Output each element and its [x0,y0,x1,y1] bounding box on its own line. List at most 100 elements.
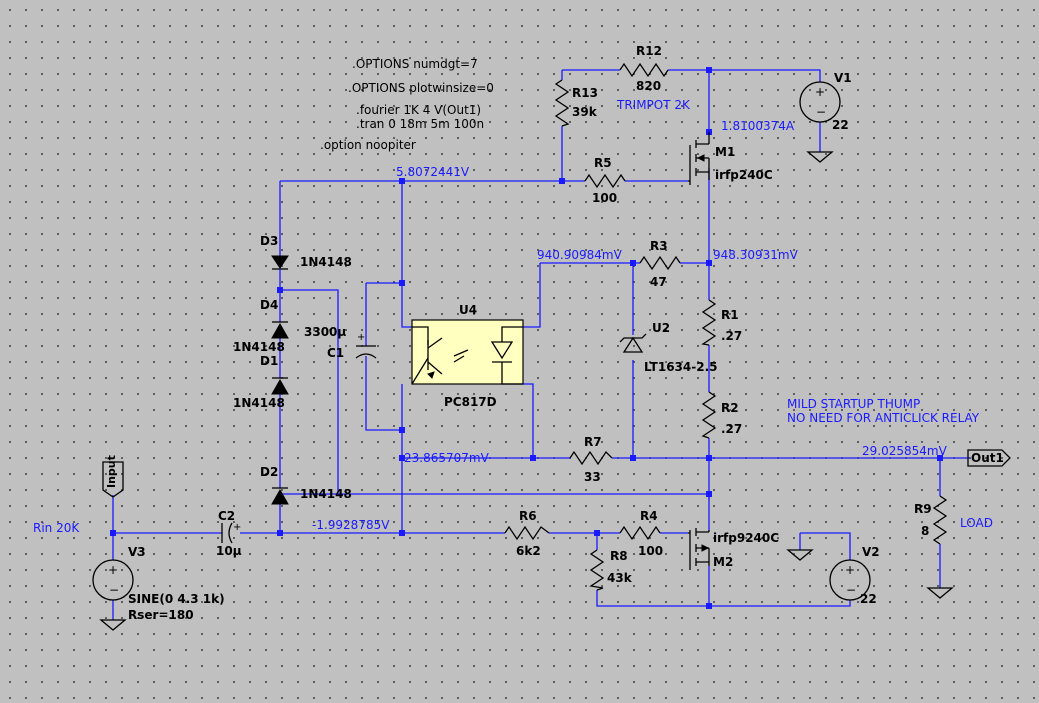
comment-trimpot[interactable]: TRIMPOT 2K [617,98,690,112]
measure-m1-current: 1.8100374A [721,119,795,133]
r9-ref[interactable]: R9 [914,502,932,516]
d1-value[interactable]: 1N4148 [233,396,285,410]
u4-value[interactable]: PC817D [444,395,497,409]
r7-symbol[interactable] [569,450,613,466]
c2-symbol[interactable]: + [221,522,241,544]
v1-ref[interactable]: V1 [834,71,852,85]
m1-ref[interactable]: M1 [715,145,736,159]
v3-ref[interactable]: V3 [128,545,146,559]
ground-v1 [806,151,834,163]
d4-value[interactable]: 1N4148 [233,340,285,354]
m2-symbol[interactable] [688,528,710,570]
comment-startup-line2[interactable]: NO NEED FOR ANTICLICK RELAY [787,411,980,425]
directive-plotwinsize[interactable]: .OPTIONS plotwinsize=0 [348,81,494,95]
u2-symbol[interactable] [619,333,647,353]
comment-startup-line1[interactable]: MILD STARTUP THUMP [787,397,921,411]
r8-symbol[interactable] [589,549,605,591]
c2-value[interactable]: 10µ [216,544,242,558]
v2-ref[interactable]: V2 [862,545,880,559]
m2-ref[interactable]: M2 [713,555,734,569]
r6-value[interactable]: 6k2 [516,544,541,558]
v2-value[interactable]: 22 [860,592,877,606]
r1-ref[interactable]: R1 [721,308,739,322]
r12-value[interactable]: 820 [636,79,662,93]
m2-value[interactable]: irfp9240C [713,531,780,545]
r4-ref[interactable]: R4 [640,509,658,523]
r2-value[interactable]: .27 [721,422,743,436]
r6-ref[interactable]: R6 [519,509,537,523]
r5-value[interactable]: 100 [592,191,618,205]
v3-symbol[interactable]: + − [92,559,134,601]
r5-ref[interactable]: R5 [594,156,612,170]
r9-value[interactable]: 8 [921,524,930,538]
r2-ref[interactable]: R2 [721,401,739,415]
directive-fourier[interactable]: .fourier 1K 4 V(Out1) [356,103,482,117]
d3-ref[interactable]: D3 [260,234,279,248]
m1-value[interactable]: irfp240C [715,168,773,182]
v1-value[interactable]: 22 [832,118,849,132]
d3-symbol[interactable] [271,248,289,272]
input-port-symbol[interactable] [102,461,124,498]
input-port-label[interactable]: Input [105,455,118,488]
d4-ref[interactable]: D4 [260,298,279,312]
m1-symbol[interactable] [688,132,710,185]
r4-value[interactable]: 100 [638,544,664,558]
u2-value[interactable]: LT1634-2.5 [644,360,718,374]
r8-ref[interactable]: R8 [610,549,628,563]
directive-tran[interactable]: .tran 0 18m 5m 100n [356,117,485,131]
u4-ref[interactable]: U4 [459,303,478,317]
directive-numdgt[interactable]: .OPTIONS numdgt=7 [352,57,478,71]
v3-value[interactable]: SINE(0 4.3 1k) [128,592,225,606]
d4-symbol[interactable] [271,321,289,339]
measure-gate-voltage: 5.8072441V [396,165,470,179]
r13-value[interactable]: 39k [572,105,597,119]
d1-ref[interactable]: D1 [260,354,279,368]
d1-symbol[interactable] [271,377,289,395]
u2-ref[interactable]: U2 [652,321,671,335]
r5-symbol[interactable] [584,173,626,189]
svg-text:+: + [845,563,855,577]
r13-symbol[interactable] [554,79,570,127]
r7-value[interactable]: 33 [584,470,601,484]
r2-symbol[interactable] [701,391,717,439]
u4-symbol[interactable] [411,319,524,385]
v3-rser[interactable]: Rser=180 [128,608,194,622]
c2-ref[interactable]: C2 [218,509,236,523]
out1-port-label[interactable]: Out1 [971,451,1004,465]
r9-symbol[interactable] [932,495,948,545]
junctions [110,67,943,609]
r6-symbol[interactable] [504,525,550,541]
v2-symbol[interactable]: + − [829,559,871,601]
r7-ref[interactable]: R7 [584,435,602,449]
svg-text:+: + [233,522,241,533]
measure-r7-left-voltage: 23.865707mV [404,451,489,465]
c1-ref[interactable]: C1 [327,346,345,360]
out1-port-symbol[interactable] [967,449,1011,467]
d2-ref[interactable]: D2 [260,465,279,479]
svg-text:−: − [816,105,826,119]
r13-ref[interactable]: R13 [572,86,598,100]
r12-ref[interactable]: R12 [636,44,662,58]
v1-symbol[interactable]: + − [799,81,841,123]
d3-value[interactable]: 1N4148 [300,255,352,269]
r1-symbol[interactable] [701,299,717,346]
c1-value[interactable]: 3300µ [304,325,347,339]
comment-rin[interactable]: Rin 20K [33,521,80,535]
r4-symbol[interactable] [619,525,661,541]
r3-symbol[interactable] [639,255,681,271]
measure-source-voltage: 948.30931mV [713,248,798,262]
directive-noopiter[interactable]: .option noopiter [320,138,416,152]
svg-text:−: − [109,583,119,597]
r8-value[interactable]: 43k [607,571,632,585]
r12-symbol[interactable] [619,62,669,78]
r3-value[interactable]: 47 [650,275,667,289]
r1-value[interactable]: .27 [721,329,743,343]
comment-load[interactable]: LOAD [960,516,993,530]
d2-symbol[interactable] [271,487,289,505]
c1-symbol[interactable]: + [355,332,377,359]
r3-ref[interactable]: R3 [650,239,668,253]
ground-v3 [99,619,127,631]
svg-text:+: + [815,85,825,99]
d2-value[interactable]: 1N4148 [300,487,352,501]
